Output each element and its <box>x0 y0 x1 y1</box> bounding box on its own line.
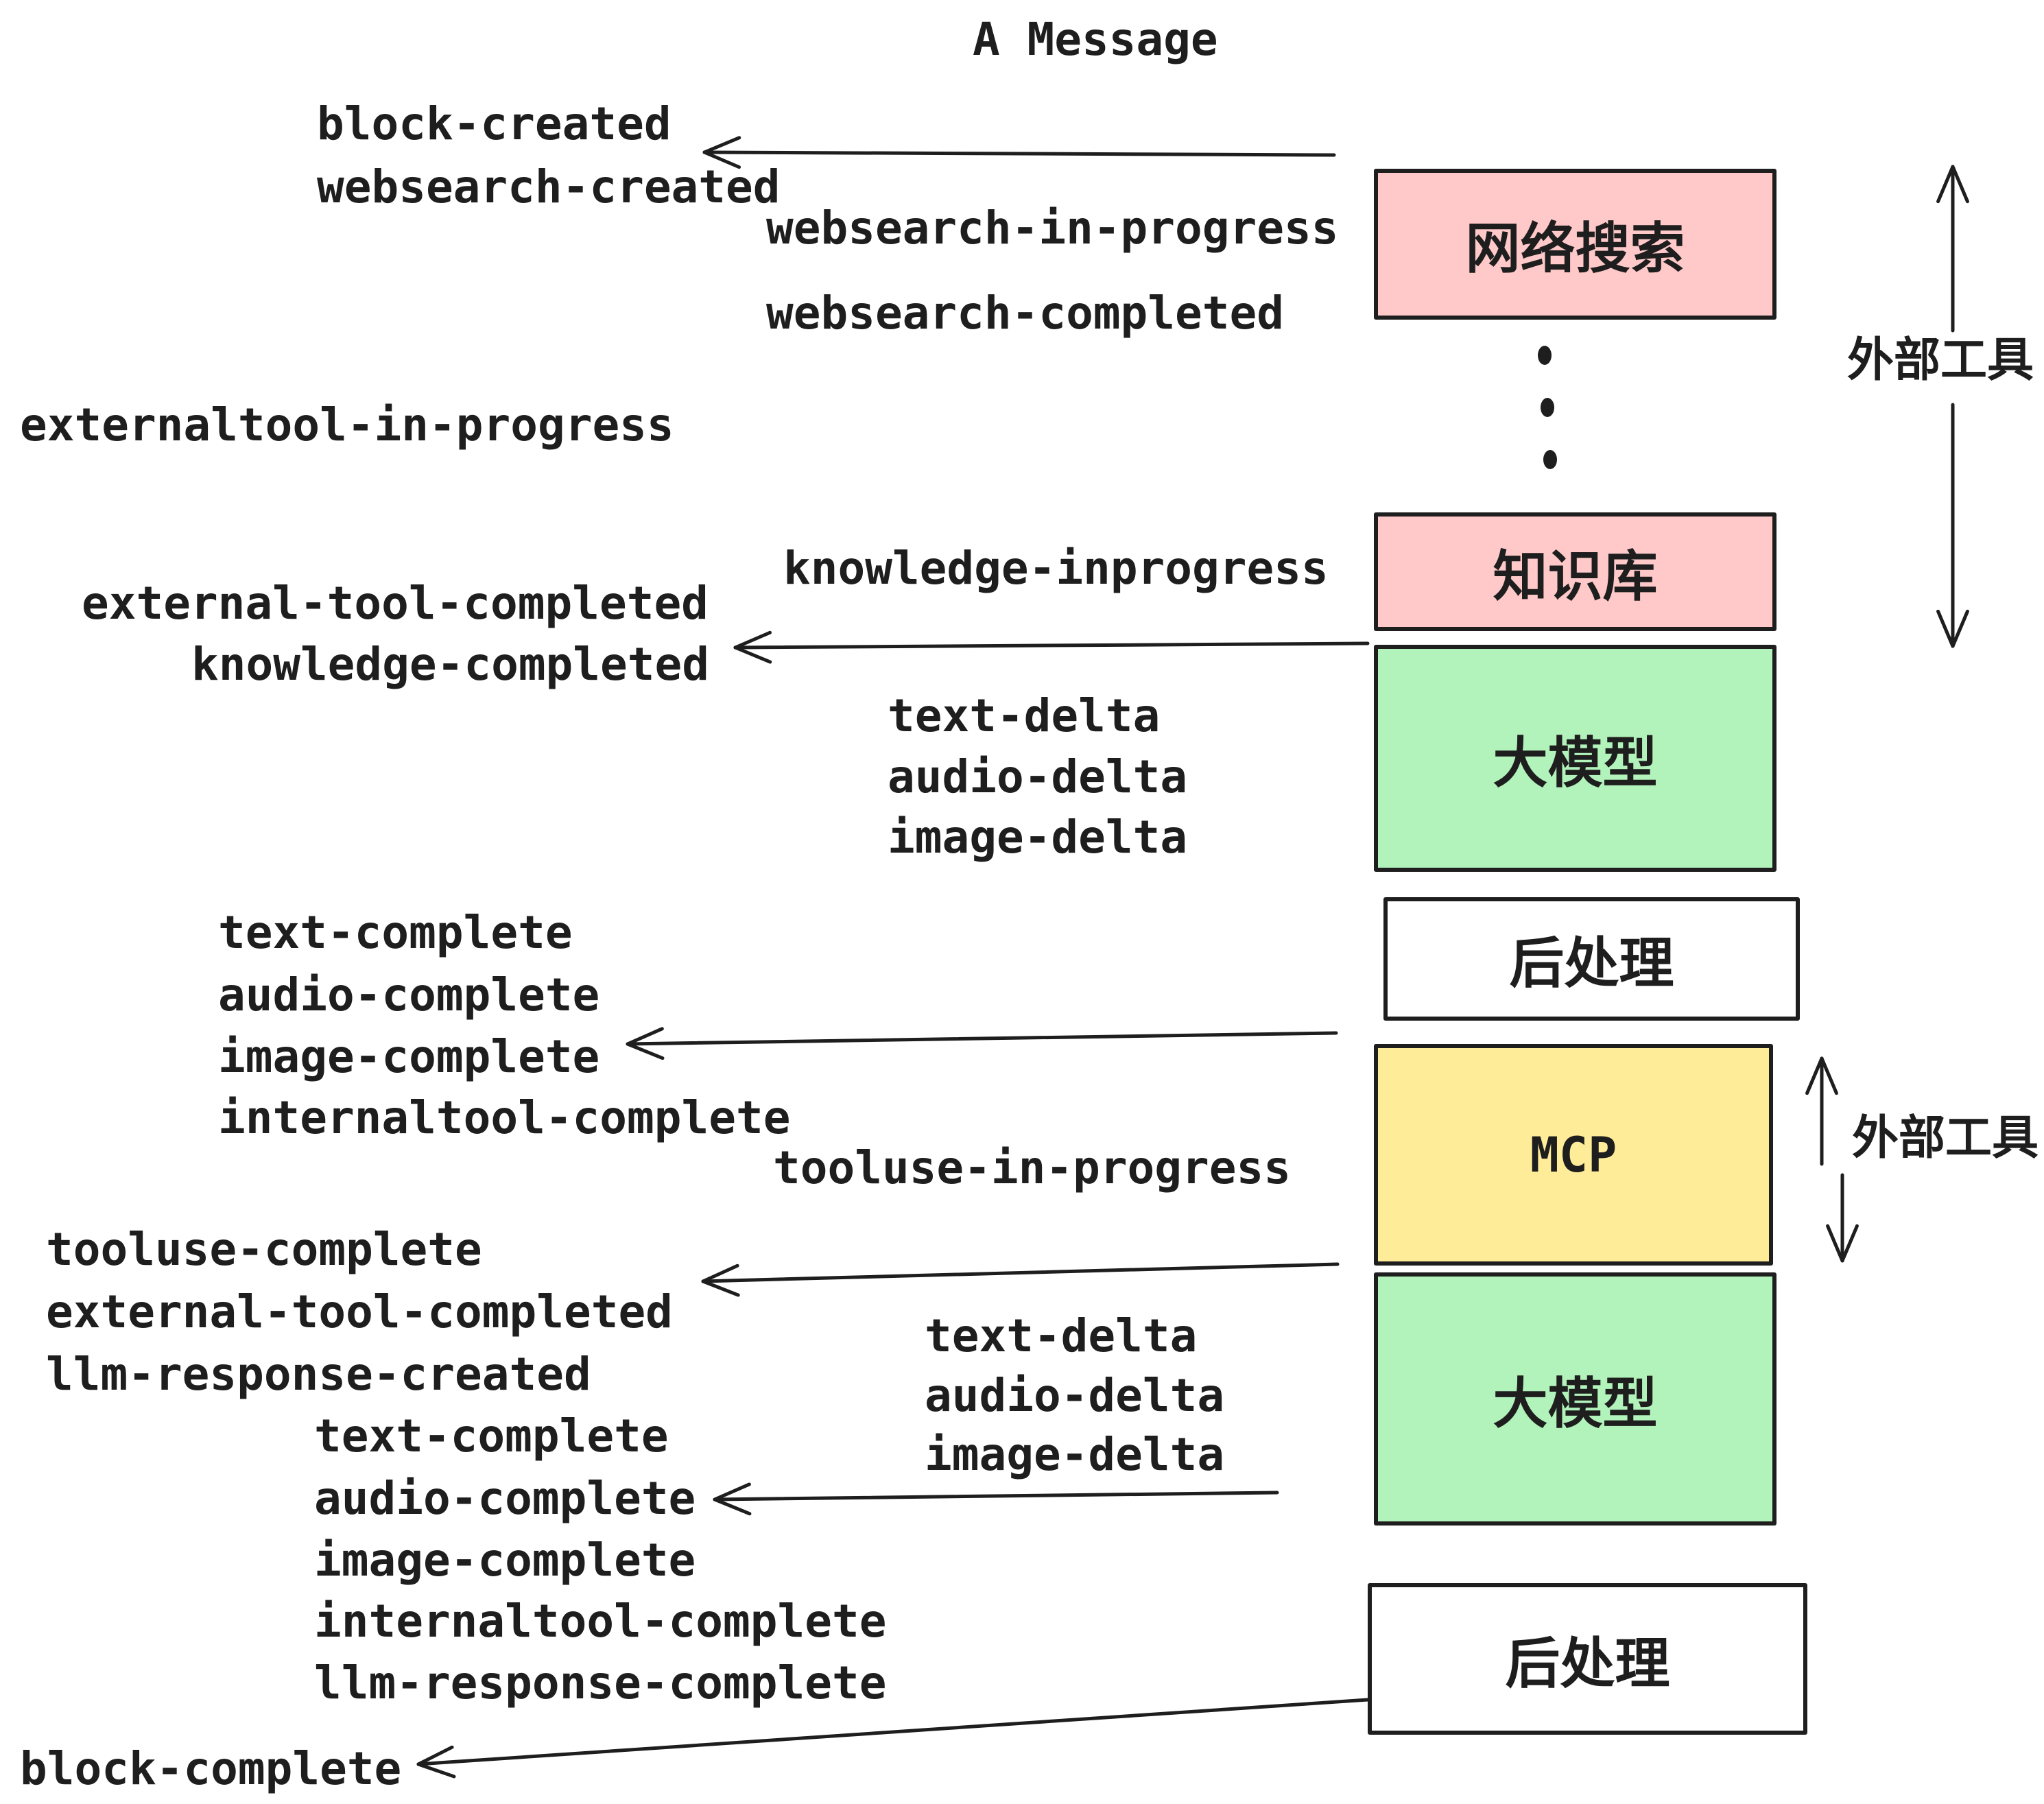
event-label-audio-complete: audio-complete <box>314 1472 696 1525</box>
event-label-audio-delta: audio-delta <box>925 1369 1225 1422</box>
event-label-tooluse-complete: tooluse-complete <box>46 1223 482 1276</box>
mcp-box: MCP <box>1374 1044 1773 1266</box>
event-label-websearch-created: websearch-created <box>317 161 781 213</box>
event-label-externaltool-in-progress: externaltool-in-progress <box>20 399 674 451</box>
event-label-image-delta: image-delta <box>888 811 1188 864</box>
arrow-postprocess1-to-image-complete <box>626 1027 1338 1060</box>
diagram-title: A Message <box>973 13 1218 66</box>
post-process-box-1: 后处理 <box>1383 897 1800 1021</box>
event-label-knowledge-completed: knowledge-completed <box>191 638 709 691</box>
event-label-internaltool-complete: internaltool-complete <box>218 1091 791 1144</box>
event-label-text-delta: text-delta <box>888 689 1161 742</box>
event-label-image-complete: image-complete <box>218 1030 600 1083</box>
event-label-block-complete: block-complete <box>20 1742 402 1795</box>
external-tools-label-top: 外部工具 <box>1847 333 2034 388</box>
external-tools-label-mcp: 外部工具 <box>1852 1111 2039 1165</box>
event-label-image-delta: image-delta <box>925 1428 1225 1481</box>
llm-box-2: 大模型 <box>1374 1272 1776 1526</box>
event-label-audio-delta: audio-delta <box>888 750 1188 803</box>
arrow-mcp-to-tooluse-complete <box>701 1262 1340 1297</box>
event-label-tooluse-in-progress: tooluse-in-progress <box>773 1141 1291 1194</box>
event-label-internaltool-complete: internaltool-complete <box>314 1595 887 1648</box>
event-label-llm-response-complete: llm-response-complete <box>314 1657 887 1709</box>
arrow-external-tools-up <box>1936 165 1969 333</box>
event-label-external-tool-completed: external-tool-completed <box>46 1285 673 1338</box>
knowledge-base-box: 知识库 <box>1374 512 1776 631</box>
arrow-llm2-to-audio-complete <box>713 1482 1279 1516</box>
event-label-block-created: block-created <box>317 97 672 150</box>
arrow-websearch-to-block-created <box>702 136 1336 169</box>
post-process-box-2: 后处理 <box>1368 1583 1807 1735</box>
event-label-websearch-completed: websearch-completed <box>766 287 1284 340</box>
event-label-llm-response-created: llm-response-created <box>46 1348 591 1401</box>
arrow-llm1-to-knowledge-completed <box>733 630 1370 664</box>
arrow-mcp-external-tools-down <box>1826 1173 1859 1263</box>
ellipsis-dot <box>1538 346 1552 365</box>
event-label-text-delta: text-delta <box>925 1309 1198 1362</box>
event-label-image-complete: image-complete <box>314 1534 696 1587</box>
event-label-text-complete: text-complete <box>218 906 573 959</box>
event-label-text-complete: text-complete <box>314 1410 669 1462</box>
web-search-box: 网络搜索 <box>1374 169 1776 320</box>
arrow-external-tools-down <box>1936 403 1969 648</box>
event-label-audio-complete: audio-complete <box>218 969 600 1021</box>
arrow-postprocess2-to-block-complete <box>416 1698 1370 1779</box>
ellipsis-dot <box>1541 398 1554 417</box>
arrow-mcp-external-tools-up <box>1805 1056 1838 1166</box>
event-label-external-tool-completed: external-tool-completed <box>82 577 709 630</box>
event-label-knowledge-inprogress: knowledge-inprogress <box>783 542 1329 595</box>
ellipsis-dot <box>1543 450 1557 469</box>
llm-box-1: 大模型 <box>1374 645 1776 872</box>
event-label-websearch-in-progress: websearch-in-progress <box>766 202 1339 254</box>
